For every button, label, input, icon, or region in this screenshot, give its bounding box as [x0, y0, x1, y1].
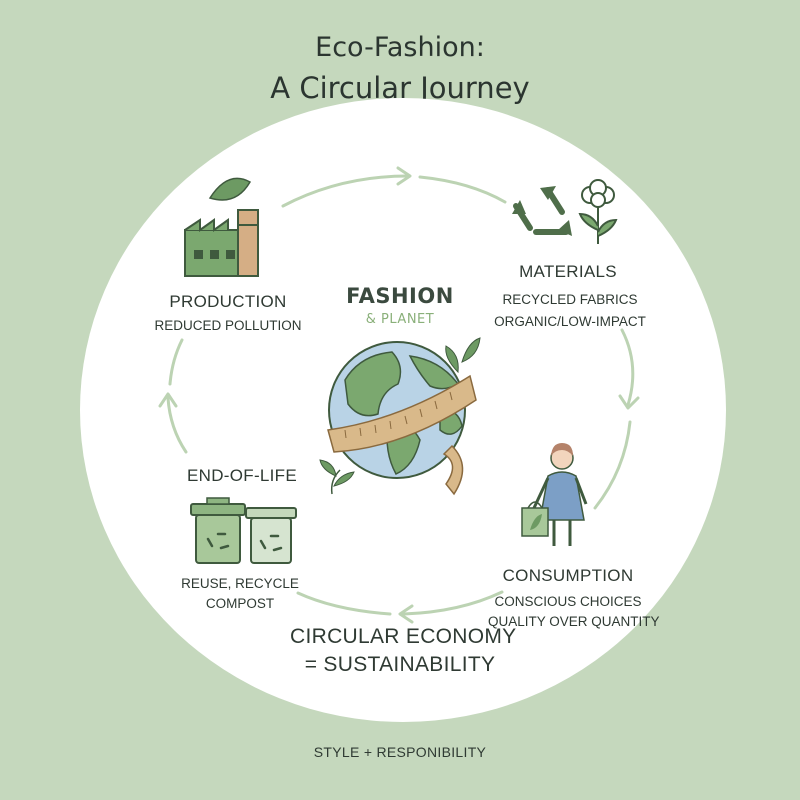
- materials-heading: MATERIALS: [519, 262, 617, 281]
- center-title: FASHION: [346, 284, 454, 308]
- equation-line-2: = SUSTAINABILITY: [304, 653, 496, 676]
- consumption-heading: CONSUMPTION: [502, 566, 634, 585]
- factory-leaf-icon: [184, 177, 259, 277]
- end-of-life-detail-2: COMPOST: [205, 596, 275, 611]
- production-heading: PRODUCTION: [169, 292, 287, 311]
- equation-line-1: CIRCULAR ECONOMY: [290, 625, 517, 648]
- production-detail: REDUCED POLLUTION: [154, 318, 302, 333]
- materials-detail-2: ORGANIC/LOW-IMPACT: [494, 314, 646, 329]
- title-line-1: Eco-Fashion:: [315, 32, 485, 63]
- end-of-life-heading: END-OF-LIFE: [186, 466, 298, 485]
- end-of-life-detail-1: REUSE, RECYCLE: [181, 576, 299, 591]
- materials-detail-1: RECYCLED FABRICS: [502, 292, 638, 307]
- arrow-consumption-to-endoflife: [296, 590, 504, 624]
- shopper-bag-icon: [521, 443, 588, 546]
- globe-with-measuring-tape-icon: [319, 337, 481, 496]
- arrow-endoflife-to-production: [158, 338, 188, 454]
- consumption-detail-2: QUALITY OVER QUANTITY: [488, 614, 660, 629]
- recycle-bins-icon: [190, 497, 297, 564]
- footer-text: STYLE + RESPONIBILITY: [313, 744, 487, 760]
- arrow-production-to-materials: [281, 166, 507, 208]
- recycle-cotton-icon: [512, 179, 618, 244]
- arrow-materials-to-consumption: [593, 328, 640, 510]
- consumption-detail-1: CONSCIOUS CHOICES: [494, 594, 642, 609]
- center-subtitle: & PLANET: [365, 312, 435, 327]
